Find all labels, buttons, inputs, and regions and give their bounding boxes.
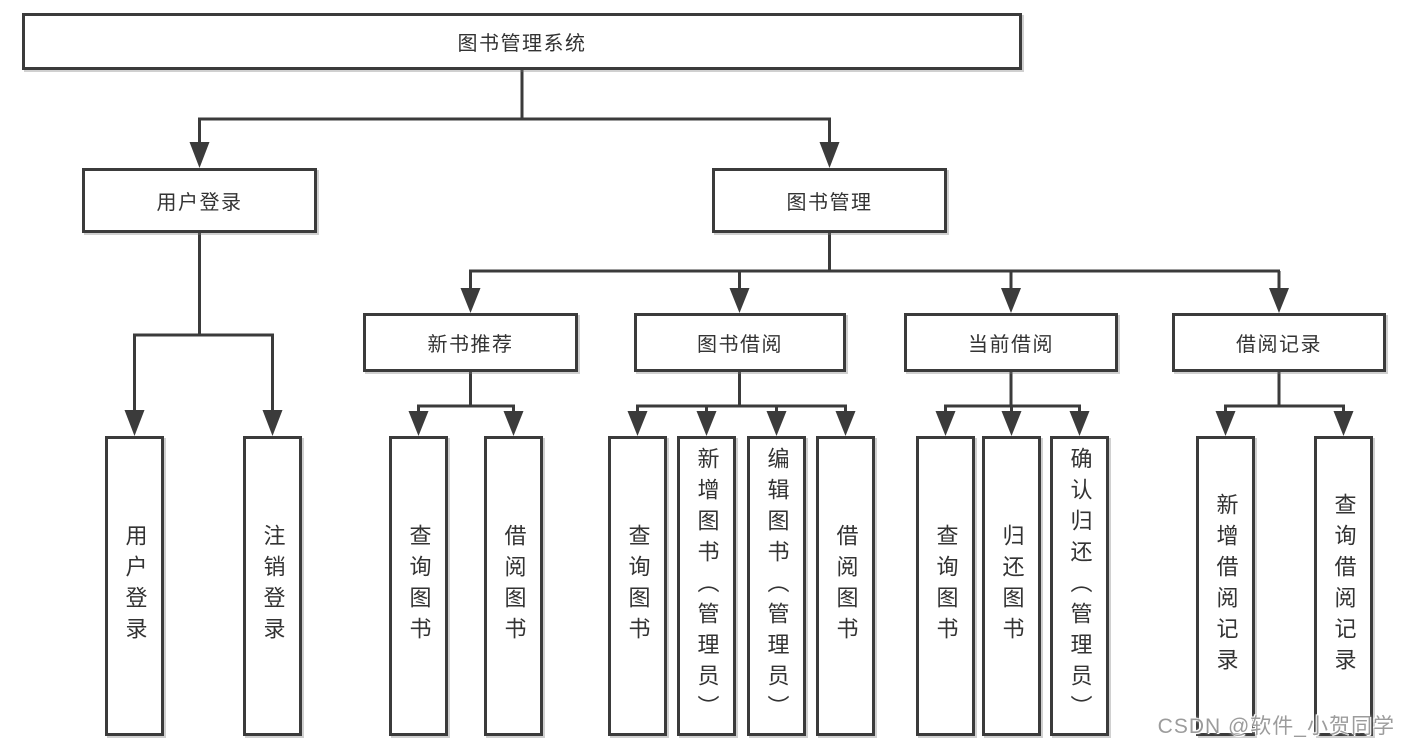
leaf-label: 编辑图书（管理员） bbox=[764, 446, 790, 726]
connector-new-book-recommend-children bbox=[408, 371, 524, 436]
leaf-records-add-borrow-record: 新增借阅记录 bbox=[1196, 436, 1255, 736]
leaf-user-login: 用户登录 bbox=[105, 436, 164, 736]
leaf-label: 借阅图书 bbox=[501, 524, 527, 648]
leaf-label: 归还图书 bbox=[999, 524, 1025, 648]
leaf-newbook-query-books: 查询图书 bbox=[389, 436, 448, 736]
node-label: 借阅记录 bbox=[1236, 334, 1322, 356]
leaf-label: 确认归还（管理员） bbox=[1067, 446, 1093, 726]
leaf-label: 查询图书 bbox=[625, 524, 651, 648]
connector-root-to-level2 bbox=[189, 68, 840, 168]
leaf-label: 查询图书 bbox=[406, 524, 432, 648]
node-label: 新书推荐 bbox=[427, 334, 514, 356]
node-label: 用户登录 bbox=[156, 192, 243, 214]
leaf-borrowing-borrow-books: 借阅图书 bbox=[816, 436, 875, 736]
csdn-watermark: CSDN @软件_小贺同学 bbox=[1157, 715, 1395, 738]
leaf-current-query-books: 查询图书 bbox=[916, 436, 975, 736]
leaf-label: 新增借阅记录 bbox=[1213, 493, 1239, 679]
leaf-label: 新增图书（管理员） bbox=[694, 446, 720, 726]
leaf-borrowing-query-books: 查询图书 bbox=[608, 436, 667, 736]
leaf-label: 用户登录 bbox=[122, 524, 148, 648]
node-book-borrowing: 图书借阅 bbox=[634, 313, 846, 372]
leaf-borrowing-edit-books-admin: 编辑图书（管理员） bbox=[747, 436, 806, 736]
leaf-label: 借阅图书 bbox=[833, 524, 859, 648]
connector-current-borrowing-children bbox=[935, 371, 1090, 436]
connector-book-borrowing-children bbox=[627, 371, 856, 436]
node-current-borrowing: 当前借阅 bbox=[904, 313, 1118, 372]
node-book-management: 图书管理 bbox=[712, 168, 947, 233]
connector-user-login-children bbox=[124, 232, 283, 436]
node-label: 图书借阅 bbox=[697, 334, 783, 356]
leaf-label: 注销登录 bbox=[260, 524, 286, 648]
node-label: 当前借阅 bbox=[968, 334, 1054, 356]
leaf-current-return-books: 归还图书 bbox=[982, 436, 1041, 736]
connector-borrowing-records-children bbox=[1215, 371, 1354, 436]
leaf-borrowing-add-books-admin: 新增图书（管理员） bbox=[677, 436, 736, 736]
node-user-login: 用户登录 bbox=[82, 168, 317, 233]
node-borrowing-records: 借阅记录 bbox=[1172, 313, 1386, 372]
node-new-book-recommend: 新书推荐 bbox=[363, 313, 578, 372]
leaf-label: 查询图书 bbox=[933, 524, 959, 648]
leaf-label: 查询借阅记录 bbox=[1331, 493, 1357, 679]
leaf-current-confirm-return-admin: 确认归还（管理员） bbox=[1050, 436, 1109, 736]
leaf-newbook-borrow-books: 借阅图书 bbox=[484, 436, 543, 736]
node-label: 图书管理 bbox=[786, 192, 873, 214]
node-library-management-system: 图书管理系统 bbox=[22, 13, 1022, 70]
leaf-logout: 注销登录 bbox=[243, 436, 302, 736]
node-label: 图书管理系统 bbox=[457, 33, 587, 55]
leaf-records-query-borrow-record: 查询借阅记录 bbox=[1314, 436, 1373, 736]
connector-book-management-to-level3 bbox=[460, 232, 1289, 313]
